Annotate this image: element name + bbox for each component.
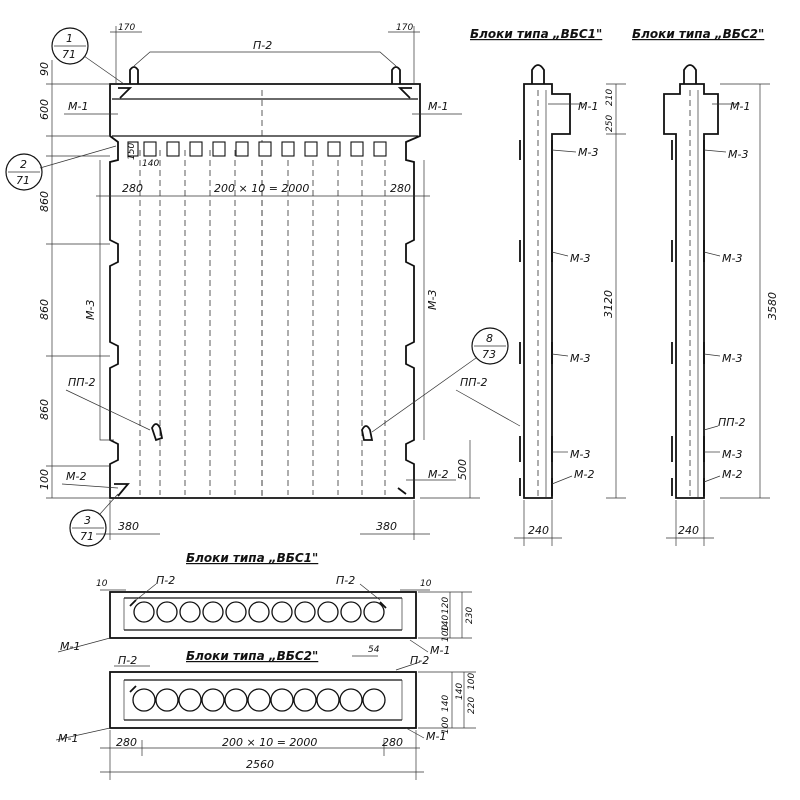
vbs2-holes — [132, 688, 386, 712]
label-m3-vbs2-3: М-3 — [722, 352, 742, 365]
label-m1-vbs1-plan-right: М-1 — [430, 644, 450, 657]
label-p2-top: П-2 — [253, 39, 272, 52]
dim-240-vbs1: 240 — [528, 524, 549, 537]
header-vbs2-plan: Блоки типа „ВБС2" — [186, 649, 318, 663]
label-m2-vbs1: М-2 — [574, 468, 594, 481]
label-p2-vbs1-right: П-2 — [336, 574, 355, 587]
svg-text:1: 1 — [66, 32, 73, 45]
label-m1-vbs1: М-1 — [578, 100, 598, 113]
dim-220-vbs2: 220 — [467, 697, 477, 714]
dim-140: 140 — [142, 159, 159, 169]
label-m1-vbs2: М-1 — [730, 100, 750, 113]
label-m2-right: М-2 — [428, 468, 448, 481]
dim-90: 90 — [38, 62, 51, 76]
dim-3120: 3120 — [602, 290, 615, 318]
dim-280-plan-left: 280 — [116, 736, 137, 749]
callout-8-73: 8 73 — [371, 327, 509, 433]
dim-100-vbs1: 100 — [441, 625, 451, 642]
dim-500: 500 — [456, 459, 469, 480]
dim-240-vbs2: 240 — [678, 524, 699, 537]
vbs1-holes — [133, 601, 385, 623]
front-elevation: П-2 90 600 860 860 860 100 170 170 280 2… — [5, 23, 521, 547]
dim-380-right: 380 — [376, 520, 397, 533]
svg-text:71: 71 — [16, 174, 30, 187]
dim-170-right: 170 — [396, 23, 413, 33]
label-m3-vbs1-4: М-3 — [570, 448, 590, 461]
header-vbs2-side: Блоки типа „ВБС2" — [632, 27, 764, 41]
dim-150: 150 — [127, 143, 137, 160]
dim-280-left: 280 — [122, 182, 143, 195]
dim-100-vbs2-b: 100 — [467, 673, 477, 690]
dim-10-right: 10 — [420, 579, 432, 589]
dim-140-vbs1: 140 — [441, 615, 451, 632]
dim-3580: 3580 — [766, 292, 779, 320]
label-p2-vbs2-left: П-2 — [118, 654, 137, 667]
dim-860-a: 860 — [38, 191, 51, 212]
label-m3-vbs2-2: М-3 — [722, 252, 742, 265]
label-m1-vbs1-plan-left: М-1 — [60, 640, 80, 653]
dim-140-vbs2-b: 140 — [455, 683, 465, 700]
label-m3-right: М-3 — [426, 290, 439, 310]
dim-860-c: 860 — [38, 399, 51, 420]
side-view-vbs1: Блоки типа „ВБС1" М-1 М-3 М-3 М-3 М-3 М-… — [470, 27, 626, 546]
vent-openings — [127, 141, 387, 157]
dim-250: 250 — [605, 115, 615, 132]
label-pp2-right: ПП-2 — [460, 376, 488, 389]
dim-10-left: 10 — [96, 579, 108, 589]
dim-2000-plan: 200 × 10 = 2000 — [222, 736, 317, 749]
svg-text:8: 8 — [486, 332, 493, 345]
callout-3-71: 3 71 — [69, 493, 119, 547]
label-m2-vbs2: М-2 — [722, 468, 742, 481]
label-pp2-left: ПП-2 — [68, 376, 96, 389]
header-vbs1-side: Блоки типа „ВБС1" — [470, 27, 602, 41]
side-view-vbs2: Блоки типа „ВБС2" М-1 М-3 М-3 М-3 ПП-2 М… — [632, 27, 779, 546]
dim-2000: 200 × 10 = 2000 — [214, 182, 309, 195]
label-m1-vbs2-plan-left: М-1 — [58, 732, 78, 745]
dim-230-vbs1: 230 — [465, 607, 475, 624]
header-vbs1-plan: Блоки типа „ВБС1" — [186, 551, 318, 565]
label-p2-vbs1-left: П-2 — [156, 574, 175, 587]
label-m3-vbs1-1: М-3 — [578, 146, 598, 159]
dim-140-vbs2-a: 140 — [441, 695, 451, 712]
dim-120-vbs1: 120 — [441, 597, 451, 614]
svg-text:3: 3 — [84, 514, 91, 527]
dim-280-plan-right: 280 — [382, 736, 403, 749]
label-m1-right: М-1 — [428, 100, 448, 113]
svg-text:2: 2 — [20, 158, 27, 171]
callout-2-71: 2 71 — [5, 145, 117, 191]
plan-vbs1: Блоки типа „ВБС1" П-2 П-2 10 10 — [57, 551, 475, 657]
lug-left — [151, 423, 164, 442]
label-m2-left: М-2 — [66, 470, 86, 483]
label-m3-vbs2-4: М-3 — [722, 448, 742, 461]
dim-100: 100 — [38, 469, 51, 490]
label-m3-vbs1-2: М-3 — [570, 252, 590, 265]
label-m1-left: М-1 — [68, 100, 88, 113]
label-pp2-vbs2: ПП-2 — [718, 416, 746, 429]
dim-280-right: 280 — [390, 182, 411, 195]
svg-text:73: 73 — [482, 348, 496, 361]
dim-170-left: 170 — [118, 23, 135, 33]
label-m3-left: М-3 — [84, 300, 97, 320]
callout-1-71: 1 71 — [51, 27, 125, 85]
plan-vbs2: Блоки типа „ВБС2" П-2 П-2 140 10 — [55, 649, 477, 780]
label-m3-vbs2-1: М-3 — [728, 148, 748, 161]
dim-2560: 2560 — [246, 758, 274, 771]
dim-380-left: 380 — [118, 520, 139, 533]
svg-text:71: 71 — [80, 530, 94, 543]
dim-860-b: 860 — [38, 299, 51, 320]
label-m3-vbs1-3: М-3 — [570, 352, 590, 365]
lug-right — [361, 425, 374, 441]
dim-100-vbs2-a: 100 — [441, 717, 451, 734]
label-m1-vbs2-plan-right: М-1 — [426, 730, 446, 743]
lifting-loop-left — [129, 66, 139, 84]
lifting-loop-right — [391, 66, 401, 84]
dim-54: 54 — [368, 645, 380, 655]
label-p2-vbs2-right: П-2 — [410, 654, 429, 667]
dim-210: 210 — [605, 89, 615, 106]
svg-text:71: 71 — [62, 48, 76, 61]
dim-600: 600 — [38, 99, 51, 120]
